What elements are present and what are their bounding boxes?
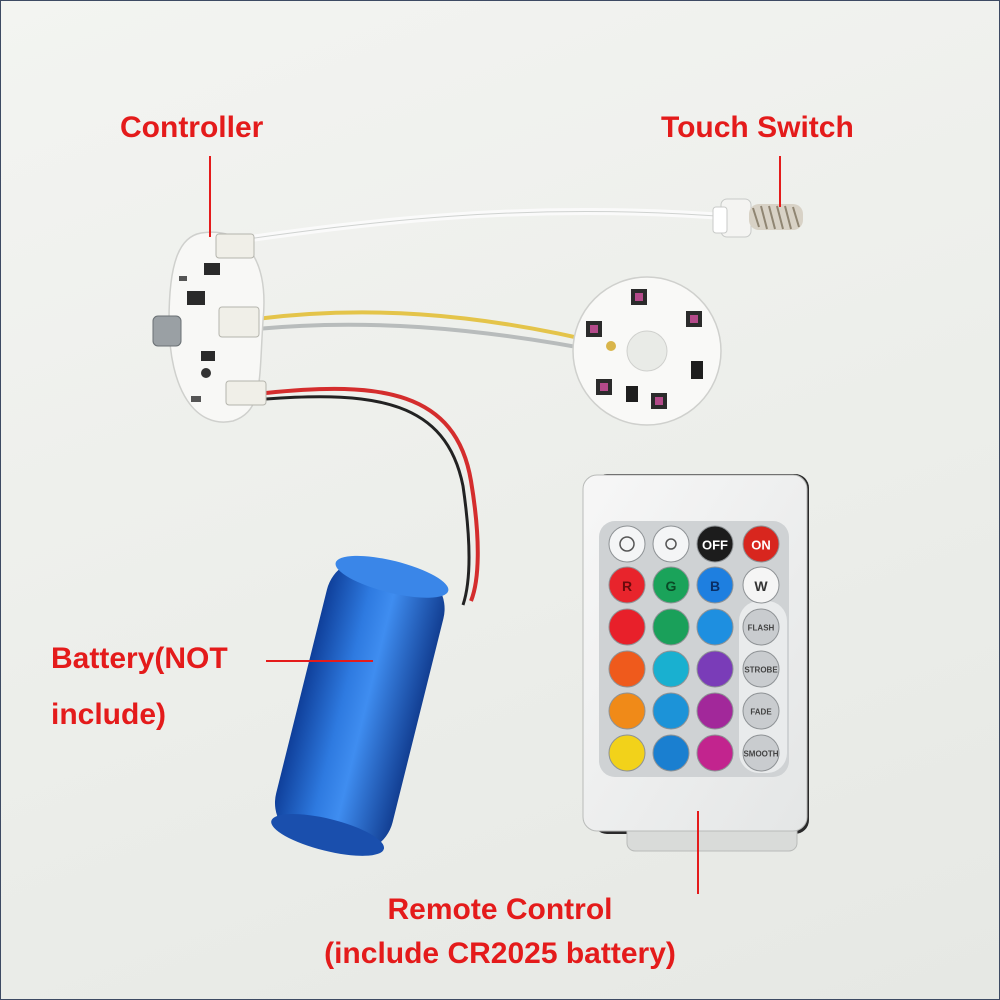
battery-wire-black <box>265 395 471 606</box>
led-wire-yellow <box>255 310 610 347</box>
controller-board <box>152 231 267 423</box>
sun-icon <box>619 536 635 552</box>
color-swatch-button[interactable] <box>608 692 646 730</box>
touch-switch-wire <box>232 207 730 245</box>
color-b-button[interactable] <box>696 566 734 604</box>
battery-label-line2: include) <box>51 698 167 731</box>
remote-label-line1: Remote Control <box>387 893 613 926</box>
color-swatch-button[interactable] <box>652 650 690 688</box>
spring-icon <box>749 204 803 230</box>
battery-cell <box>271 555 449 856</box>
color-swatch-button[interactable] <box>696 734 734 772</box>
sun-icon <box>665 538 677 550</box>
color-swatch-button[interactable] <box>696 650 734 688</box>
smooth-label: SMOOTH <box>743 750 778 759</box>
on-button[interactable] <box>742 525 780 563</box>
strobe-button[interactable] <box>742 650 780 688</box>
color-swatch-button[interactable] <box>608 608 646 646</box>
color-w-label: W <box>754 578 768 594</box>
color-g-label: G <box>666 578 677 594</box>
remote-control: OFF ON R G B W FLASH STROBE FADE SMOOTH <box>582 474 809 852</box>
strobe-label: STROBE <box>744 666 778 675</box>
battery-label-line1: Battery(NOT <box>51 642 228 675</box>
color-swatch-button[interactable] <box>652 734 690 772</box>
on-label: ON <box>751 538 771 553</box>
color-r-label: R <box>622 578 632 594</box>
brightness-down-button[interactable] <box>652 525 690 563</box>
led-wire-grey <box>255 322 610 355</box>
color-swatch-button[interactable] <box>608 734 646 772</box>
led-ring-board <box>572 276 722 426</box>
fade-label: FADE <box>750 708 772 717</box>
off-button[interactable] <box>696 525 734 563</box>
touch-switch-label: Touch Switch <box>661 111 854 144</box>
color-g-button[interactable] <box>652 566 690 604</box>
remote-label-line2: (include CR2025 battery) <box>324 937 676 970</box>
color-swatch-button[interactable] <box>696 608 734 646</box>
touch-switch <box>712 198 803 238</box>
color-swatch-button[interactable] <box>652 692 690 730</box>
color-r-button[interactable] <box>608 566 646 604</box>
fade-button[interactable] <box>742 692 780 730</box>
flash-button[interactable] <box>742 608 780 646</box>
color-swatch-button[interactable] <box>696 692 734 730</box>
smooth-button[interactable] <box>742 734 780 772</box>
brightness-up-button[interactable] <box>608 525 646 563</box>
controller-label: Controller <box>120 111 264 144</box>
battery-wire-red <box>265 386 480 602</box>
off-label: OFF <box>702 538 728 553</box>
color-w-button[interactable] <box>742 566 780 604</box>
color-swatch-button[interactable] <box>652 608 690 646</box>
flash-label: FLASH <box>748 624 775 633</box>
color-b-label: B <box>710 578 720 594</box>
color-swatch-button[interactable] <box>608 650 646 688</box>
